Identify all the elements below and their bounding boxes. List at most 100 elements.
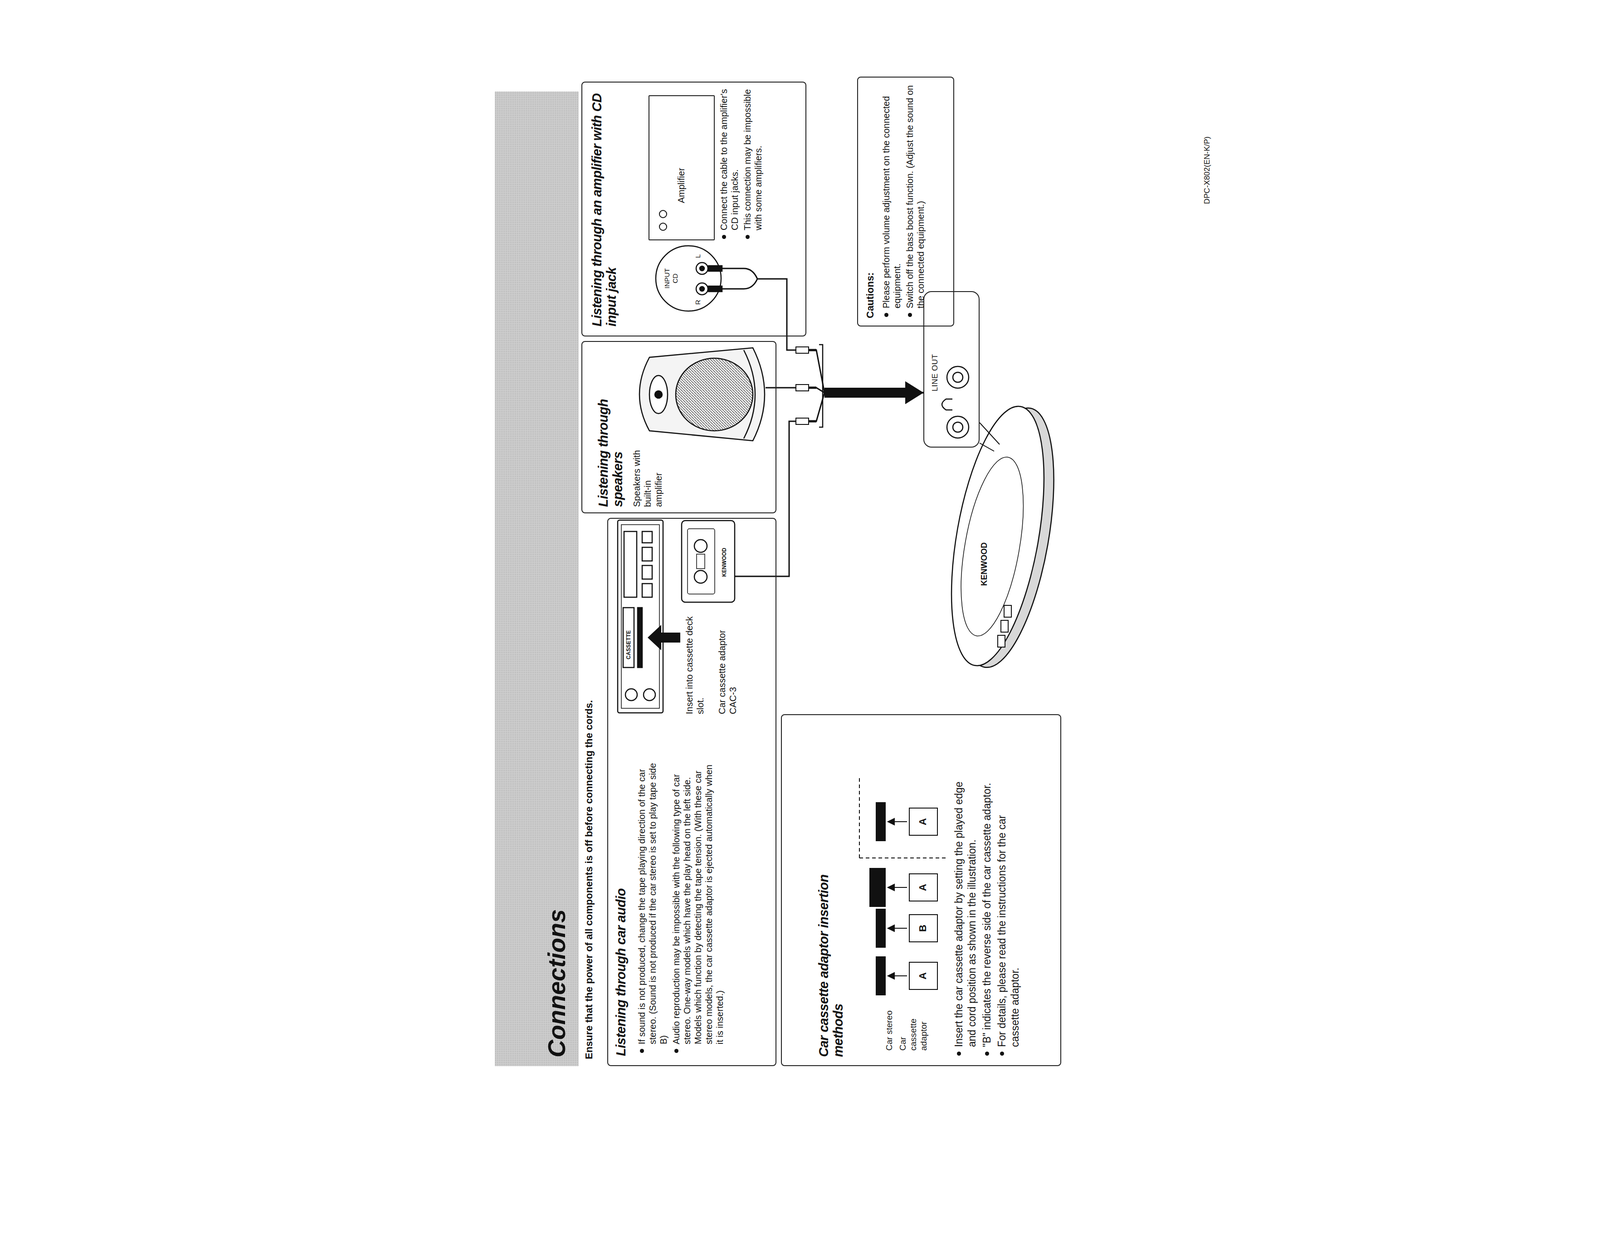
drawing-part bbox=[795, 384, 809, 391]
body-text: Insert the car cassette adaptor by setti… bbox=[952, 780, 979, 1058]
drawing-part bbox=[743, 350, 756, 439]
adaptor-cord bbox=[734, 575, 777, 578]
label-text: A bbox=[917, 969, 929, 983]
label-text: B bbox=[917, 921, 929, 936]
drawing-part bbox=[696, 282, 708, 295]
drawing-part bbox=[934, 399, 1061, 673]
drawing-part bbox=[876, 956, 886, 996]
player-buttons bbox=[997, 605, 1012, 648]
drawing-part bbox=[858, 776, 860, 859]
drawing-part bbox=[1004, 605, 1012, 618]
drawing-part bbox=[859, 857, 946, 859]
drawing-part bbox=[946, 416, 969, 439]
drawing-part bbox=[654, 390, 663, 399]
label-text: Car cassette adaptor CAC-3 bbox=[716, 605, 739, 715]
cable-connector bbox=[786, 336, 924, 393]
drawing-part bbox=[642, 565, 653, 580]
drawing-part bbox=[887, 818, 895, 825]
drawing-part bbox=[721, 268, 787, 336]
amplifier-knobs bbox=[659, 210, 667, 231]
drawing-part bbox=[639, 347, 765, 441]
body-text: Switch off the bass boost function. (Adj… bbox=[904, 84, 927, 319]
callout-leaders bbox=[979, 422, 1000, 452]
drawing-part bbox=[617, 520, 664, 713]
label-text: DPC-X802(EN-K/P) bbox=[1202, 136, 1212, 205]
drawing-part bbox=[876, 802, 886, 841]
heading: Listening through car audio bbox=[613, 729, 629, 1057]
section-box: Listening through speakersSpeakers with … bbox=[581, 341, 777, 514]
body-text: Audio reproduction may be impossible wit… bbox=[670, 759, 726, 1055]
heading: Listening through speakers bbox=[595, 375, 625, 508]
drawing-part bbox=[887, 972, 895, 980]
label-text: KENWOOD bbox=[979, 542, 990, 586]
drawing-part bbox=[649, 375, 668, 414]
drawing-part bbox=[621, 524, 660, 709]
drawing-part bbox=[623, 607, 635, 668]
label-text: CASSETTE bbox=[625, 630, 632, 660]
car-stereo bbox=[617, 520, 664, 713]
drawing-part bbox=[642, 547, 653, 561]
drawing-part bbox=[952, 372, 963, 383]
drawing-part bbox=[655, 245, 722, 312]
drawing-part bbox=[637, 607, 643, 668]
drawing-part bbox=[876, 909, 886, 948]
drawing-part bbox=[659, 210, 667, 218]
header-band bbox=[494, 91, 579, 1067]
bracket bbox=[819, 344, 823, 428]
drawing-part bbox=[949, 452, 1035, 641]
drawing-part bbox=[869, 868, 886, 907]
drawing-part bbox=[979, 443, 995, 452]
cable-connector bbox=[776, 392, 924, 577]
drawing-part bbox=[708, 286, 722, 292]
drawing-part bbox=[659, 223, 667, 231]
drawing-part bbox=[694, 570, 708, 584]
heading: Listening through an amplifier with CD i… bbox=[589, 90, 619, 327]
label-text: Ensure that the power of all components … bbox=[583, 700, 596, 1060]
drawing-part bbox=[681, 520, 735, 603]
output-jacks bbox=[941, 366, 969, 439]
label-text: Car stereo bbox=[884, 1010, 895, 1051]
label-text: A bbox=[917, 880, 929, 895]
drawing-part bbox=[941, 399, 953, 410]
big-arrow bbox=[824, 387, 908, 398]
drawing-part bbox=[887, 925, 895, 932]
label-text: Insert into cassette deck slot. bbox=[683, 605, 706, 715]
drawing-part bbox=[808, 420, 817, 423]
speaker-cord bbox=[765, 387, 776, 389]
drawing-part bbox=[952, 422, 963, 433]
body-text: Speakers with built-in amplifier bbox=[631, 443, 664, 508]
drawing-part bbox=[997, 635, 1005, 648]
body-text: Connect the cable to the amplifier's CD … bbox=[718, 86, 741, 241]
drawing-part bbox=[808, 386, 817, 390]
body-text: For details, please read the instruction… bbox=[995, 780, 1022, 1058]
drawing-part bbox=[642, 583, 653, 598]
insert-arrow bbox=[647, 624, 681, 651]
cd-player bbox=[934, 399, 1071, 675]
drawing-part bbox=[946, 366, 969, 389]
heading: Car cassette adaptor insertion methods bbox=[816, 866, 846, 1058]
body-text: "B" indicates the reverse side of the ca… bbox=[980, 780, 994, 1058]
input-jack-panel bbox=[655, 245, 787, 336]
drawing-part bbox=[625, 688, 638, 701]
drawing-part bbox=[699, 266, 705, 271]
amplifier-box: Amplifier bbox=[648, 95, 715, 241]
drawing-part bbox=[694, 539, 708, 553]
drawing-part bbox=[708, 265, 722, 272]
drawing-part bbox=[887, 884, 895, 891]
drawing-part bbox=[675, 358, 753, 431]
drawing-part bbox=[696, 554, 705, 569]
drawing-part bbox=[909, 873, 938, 902]
drawing-part bbox=[909, 914, 938, 942]
drawing-part bbox=[795, 418, 809, 425]
label-text: R bbox=[693, 299, 703, 305]
drawing-part bbox=[624, 531, 637, 598]
drawing-part bbox=[696, 262, 708, 275]
drawing-part bbox=[909, 962, 938, 990]
body-text: This connection may be impossible with s… bbox=[741, 86, 764, 241]
caution-box: Cautions:Please perform volume adjustmen… bbox=[857, 76, 955, 327]
label-text: Car cassette adaptor bbox=[897, 1009, 929, 1051]
jack-callout: LINE OUT bbox=[923, 291, 980, 448]
